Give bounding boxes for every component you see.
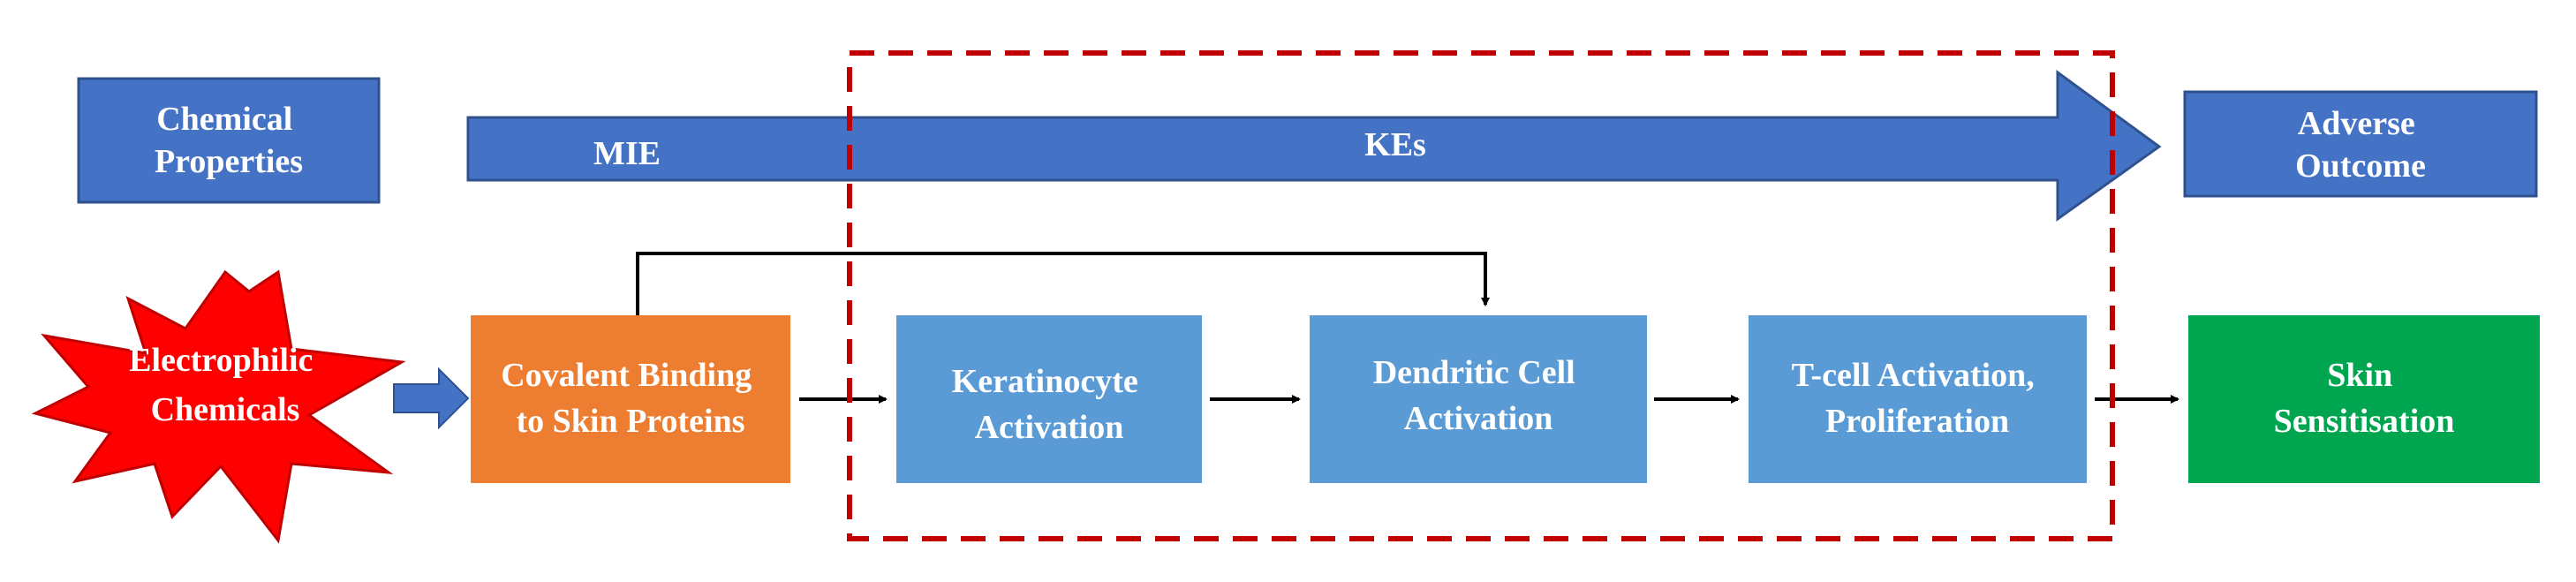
mie-kes-arrow xyxy=(466,70,2162,222)
arrow-mie-to-ke2-bypass xyxy=(636,252,1490,315)
electrophilic-chemicals-label: Electrophilic Chemicals xyxy=(129,342,321,428)
ke3-label: T-cell Activation, Proliferation xyxy=(1792,357,2043,440)
ke2-box xyxy=(1310,315,1647,483)
ke1-label: Keratinocyte Activation xyxy=(952,363,1147,446)
ke-dashed-boundary xyxy=(847,50,2115,541)
skin-sensitisation-label: Skin Sensitisation xyxy=(2274,357,2455,440)
mie-box xyxy=(471,315,790,483)
ke3-box xyxy=(1749,315,2087,483)
adverse-outcome-box xyxy=(2183,90,2538,198)
chemical-properties-label: Chemical Properties xyxy=(155,101,303,180)
input-arrow xyxy=(393,367,470,430)
ke2-label: Dendritic Cell Activation xyxy=(1373,354,1584,437)
arrow-label-kes: KEs xyxy=(1364,126,1426,163)
ke1-box xyxy=(896,315,1202,483)
arrow-label-mie: MIE xyxy=(593,135,661,172)
mie-label: Covalent Binding to Skin Proteins xyxy=(501,357,760,440)
electrophilic-chemicals-star xyxy=(31,269,406,544)
skin-sensitisation-box xyxy=(2188,315,2540,483)
adverse-outcome-label: Adverse Outcome xyxy=(2295,105,2426,185)
chemical-properties-box xyxy=(77,77,381,204)
